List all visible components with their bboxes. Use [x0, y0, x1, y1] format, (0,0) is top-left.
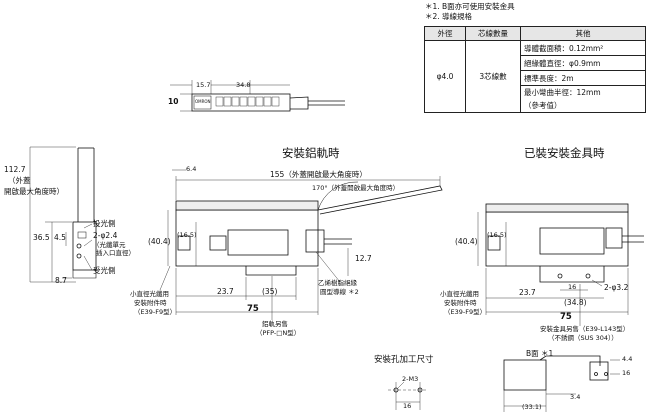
cell-cores: 3芯線數 [465, 40, 521, 113]
cable-spec-table: 外徑 芯線數量 其他 φ4.0 3芯線數 導體截面積：0.12mm² 絕緣體直徑… [424, 26, 646, 113]
small-bracket-drawing [503, 355, 620, 412]
bracket-view-drawing [477, 203, 644, 326]
rail-dim-12-7: 12.7 [355, 254, 372, 263]
title-hole: 安裝孔加工尺寸 [374, 355, 434, 365]
rail-adapter-2: 安裝附件時 [134, 299, 167, 307]
rail-dim-170: 170°（外蓋開啟最大角度時） [312, 184, 400, 192]
bracket-dim-40-4: (40.4) [455, 237, 478, 246]
rail-model: （PFP-□N型） [256, 329, 301, 337]
rail-dim-75: 75 [247, 304, 259, 314]
rail-sold-separately: 鋁軌另售 [262, 320, 288, 328]
top-dim-width: 34.8 [236, 81, 251, 89]
small-dim-3-4: 3.4 [570, 393, 581, 401]
side-hole-note1: （光纖單元 [93, 241, 126, 249]
omron-logo: OMRON [195, 99, 211, 104]
hole-view-drawing [388, 381, 428, 410]
bracket-dim-34-8: (34.8) [564, 298, 587, 307]
hole-dim: 16 [403, 402, 412, 410]
side-receiver-label: 受光側 [93, 266, 116, 275]
title-rail: 安裝鋁軌時 [282, 146, 340, 160]
side-dim-8-7: 8.7 [55, 276, 67, 285]
note-1: ＊1. B面亦可使用安裝金具 [425, 2, 515, 11]
side-dim-112-note2: 開啟最大角度時） [4, 187, 64, 196]
hole-label: 2-M3 [402, 375, 419, 383]
rail-view-drawing [159, 169, 443, 320]
side-dim-36: 36.5 [33, 233, 50, 242]
top-view-drawing [170, 80, 345, 112]
small-dim-33-1: (33.1) [522, 403, 542, 411]
side-hole-label: 2-φ2.4 [93, 231, 118, 240]
bracket-dim-hole: 2-φ3.2 [604, 283, 629, 292]
rail-dim-35: (35) [262, 287, 278, 296]
small-b-face: B面 ＊1 [526, 349, 554, 358]
bracket-sold-separately: 安裝金具另售（E39-L143型） [540, 325, 630, 333]
side-dim-112: 112.7 [4, 165, 26, 174]
rail-adapter-1: 小直徑光纖用 [130, 290, 169, 298]
bracket-adapter-2: 安裝附件時 [444, 299, 477, 307]
rail-dim-155: 155（外蓋開啟最大角度時） [270, 170, 367, 179]
header-outer-dia: 外徑 [424, 26, 466, 41]
bracket-material: （不銹鋼（SUS 304）） [548, 334, 618, 342]
side-view-drawing [29, 146, 97, 283]
bracket-dim-75: 75 [560, 312, 572, 322]
bracket-dim-16-5: (16.5) [487, 231, 507, 239]
note-2: ＊2. 導線規格 [425, 12, 473, 21]
rail-adapter-3: （E39-F9型） [134, 308, 177, 316]
top-dim-left: 15.7 [196, 81, 211, 89]
rail-dim-23-7: 23.7 [217, 287, 234, 296]
bracket-dim-16: 16 [568, 283, 577, 291]
rail-dim-16-5: (16.5) [177, 231, 197, 239]
bracket-adapter-3: （E39-F9型） [444, 308, 487, 316]
title-bracket: 已裝安裝金具時 [524, 146, 605, 160]
cell-other-3: 標準長度：2m [520, 70, 646, 86]
rail-dim-6-4: 6.4 [186, 165, 197, 173]
top-dim-height: 10 [168, 97, 179, 106]
side-dim-112-note: （外蓋 [8, 176, 31, 185]
small-dim-4-4: 4.4 [622, 355, 633, 363]
header-cores: 芯線數量 [465, 26, 521, 41]
small-dim-16: 16 [622, 369, 631, 377]
rail-cable-label: 乙烯樹脂絕緣 [318, 279, 357, 287]
side-hole-note2: 插入口直徑） [96, 249, 135, 257]
bracket-adapter-1: 小直徑光纖用 [440, 290, 479, 298]
cell-other-4: 最小彎曲半徑：12mm [520, 85, 646, 99]
side-emitter-label: 投光側 [93, 219, 116, 228]
rail-cable-label2: 圓型導線 ＊2 [320, 288, 359, 296]
rail-dim-40-4: (40.4) [148, 237, 171, 246]
side-dim-4-5: 4.5 [54, 233, 66, 242]
cell-other-5: （參考值） [520, 99, 646, 113]
bracket-dim-23-7: 23.7 [519, 288, 536, 297]
